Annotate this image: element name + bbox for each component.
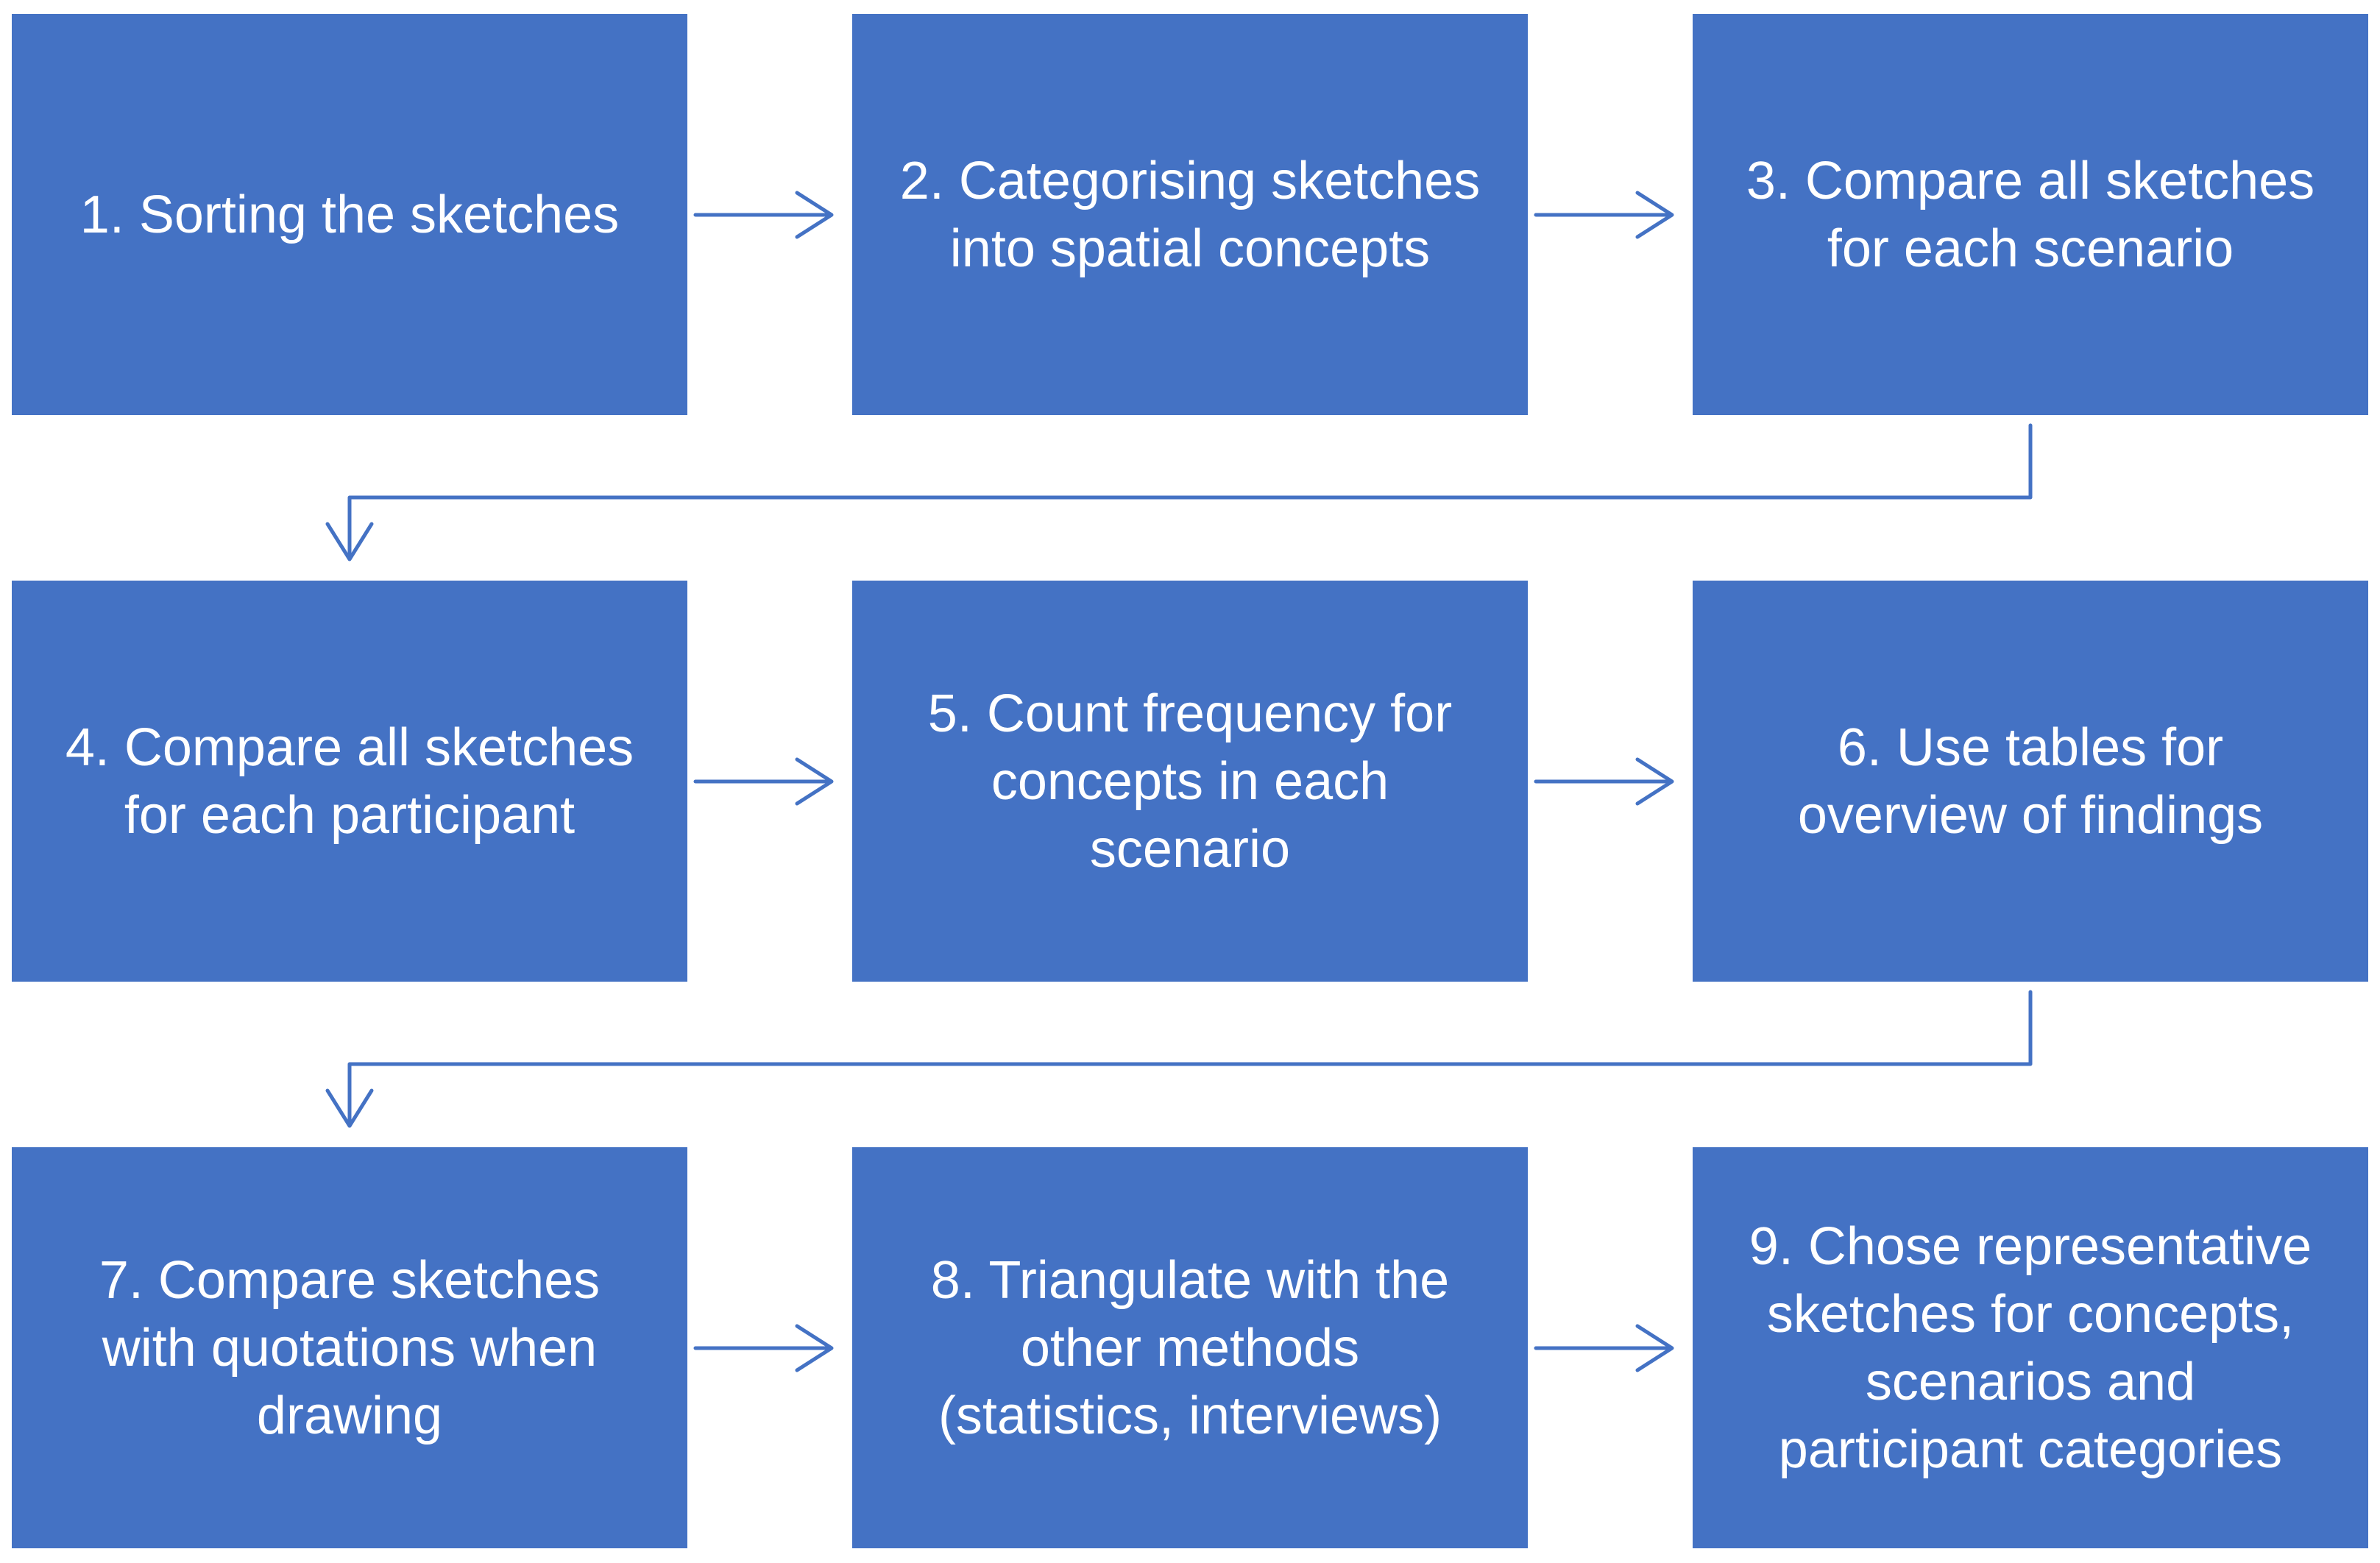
step-8-label: 8. Triangulate with the other methods (s… [930, 1250, 1450, 1445]
step-6-label: 6. Use tables for overview of findings [1797, 717, 2264, 845]
step-4-label: 4. Compare all sketches for each partici… [65, 717, 634, 845]
step-6-box: 6. Use tables for overview of findings [1693, 581, 2368, 982]
step-2-box: 2. Categorising sketches into spatial co… [852, 14, 1528, 415]
step-1-box: 1. Sorting the sketches [12, 14, 687, 415]
arrow-1-to-2 [693, 191, 834, 239]
step-5-box: 5. Count frequency for concepts in each … [852, 581, 1528, 982]
arrow-4-to-5 [693, 757, 834, 806]
step-2-label: 2. Categorising sketches into spatial co… [899, 151, 1481, 278]
step-3-box: 3. Compare all sketches for each scenari… [1693, 14, 2368, 415]
arrow-8-to-9 [1534, 1324, 1674, 1372]
step-7-label: 7. Compare sketches with quotations when… [99, 1250, 601, 1445]
step-5-label: 5. Count frequency for concepts in each … [927, 684, 1453, 879]
step-8-box: 8. Triangulate with the other methods (s… [852, 1147, 1528, 1548]
step-9-label: 9. Chose representative sketches for con… [1749, 1216, 2312, 1479]
arrow-7-to-8 [693, 1324, 834, 1372]
step-1-label: 1. Sorting the sketches [79, 185, 620, 244]
arrow-5-to-6 [1534, 757, 1674, 806]
arrow-2-to-3 [1534, 191, 1674, 239]
step-3-label: 3. Compare all sketches for each scenari… [1746, 151, 2315, 278]
arrow-6-to-7 [325, 990, 2033, 1128]
step-9-box: 9. Chose representative sketches for con… [1693, 1147, 2368, 1548]
step-4-box: 4. Compare all sketches for each partici… [12, 581, 687, 982]
step-7-box: 7. Compare sketches with quotations when… [12, 1147, 687, 1548]
arrow-3-to-4 [325, 423, 2033, 561]
